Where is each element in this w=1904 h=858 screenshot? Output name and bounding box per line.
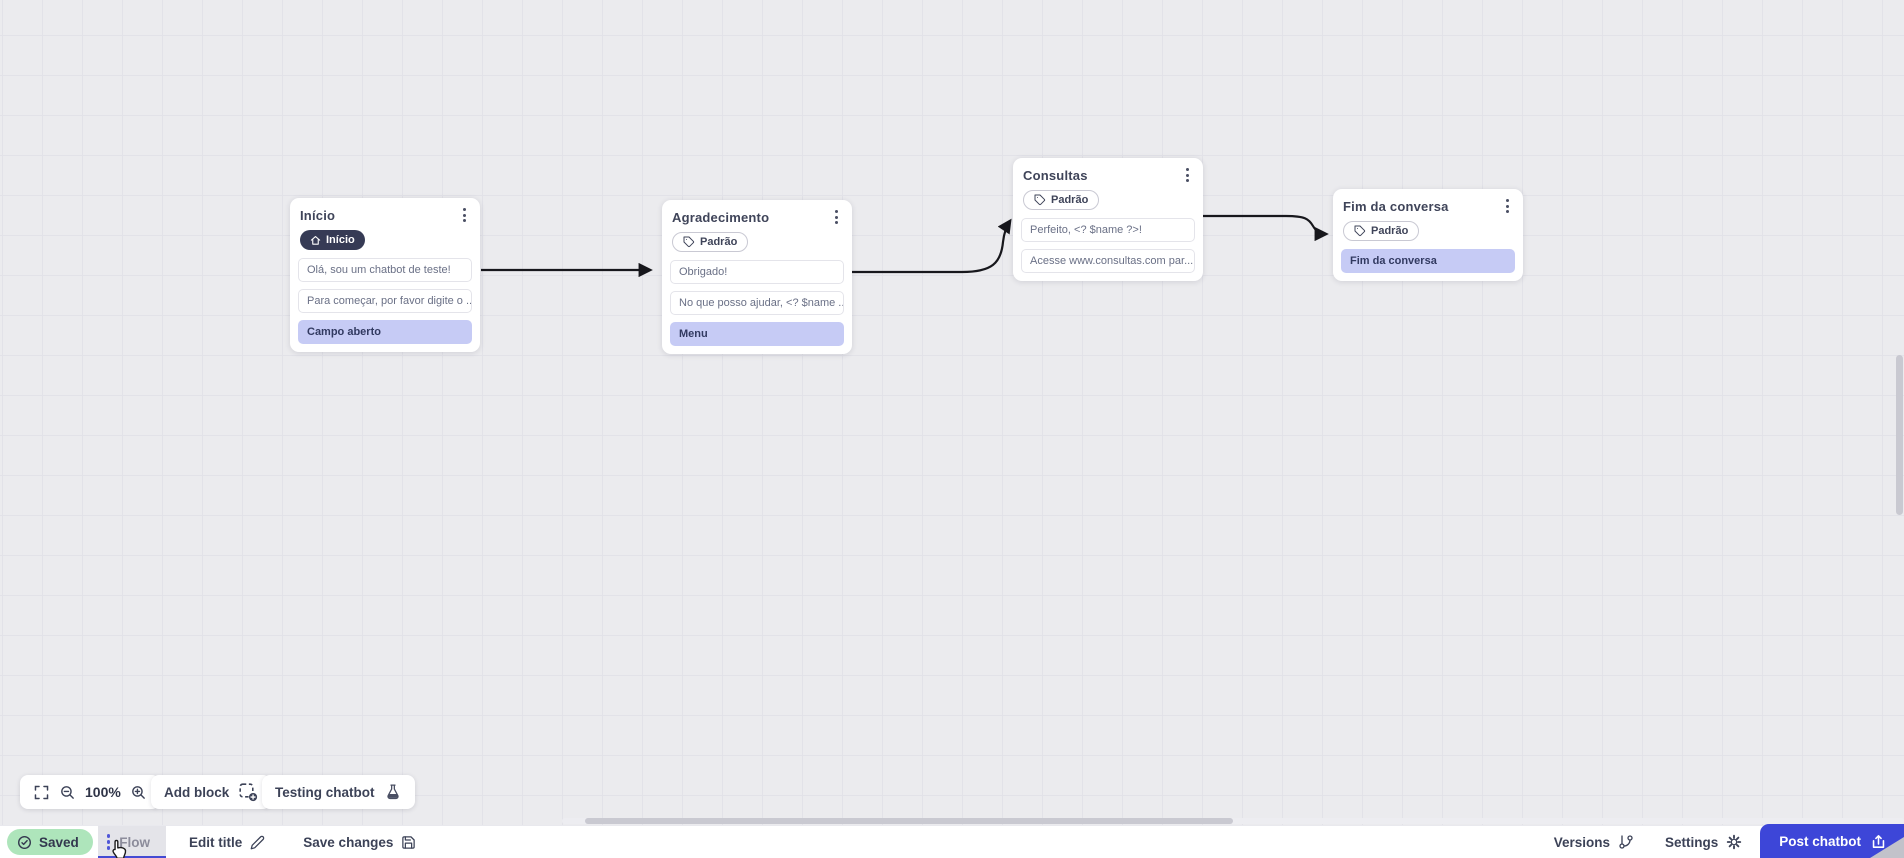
zoom-controls: 100% [20,775,160,809]
save-status-badge: Saved [7,829,93,855]
versions-button[interactable]: Versions [1554,834,1634,850]
tag-icon [1354,225,1366,237]
testing-chatbot-label: Testing chatbot [275,784,375,800]
save-changes-label: Save changes [303,834,394,850]
horizontal-scrollbar-track[interactable] [562,818,1904,824]
action-row[interactable]: Menu [670,322,844,346]
node-type-badge-label: Padrão [700,236,738,248]
pencil-icon [250,835,265,849]
vertical-scrollbar-thumb[interactable] [1896,355,1903,515]
tab-flow-label: Flow [119,834,151,850]
node-type-badge: Padrão [1343,221,1420,241]
post-chatbot-label: Post chatbot [1779,833,1861,849]
zoom-level: 100% [85,784,121,800]
message-row[interactable]: Olá, sou um chatbot de teste! [298,257,472,282]
message-row[interactable]: Para começar, por favor digite o ... [298,288,472,313]
action-row[interactable]: Fim da conversa [1341,249,1515,273]
active-tab-underline [97,855,167,858]
zoom-in-button[interactable] [130,784,147,801]
flow-node-fim-da-conversa[interactable]: Fim da conversa Padrão Fim da conversa [1333,189,1523,281]
connector-consultas-fim[interactable] [1202,214,1329,242]
node-menu-icon[interactable] [459,206,470,224]
fullscreen-button[interactable] [33,784,50,801]
tag-icon [1034,194,1046,206]
settings-button[interactable]: Settings [1665,834,1742,850]
horizontal-scrollbar-thumb[interactable] [585,818,1233,824]
node-menu-icon[interactable] [831,208,842,226]
edit-title-label: Edit title [189,834,243,850]
node-type-badge-label: Padrão [1051,194,1089,206]
node-title: Consultas [1023,167,1088,183]
flask-icon [386,784,399,800]
save-changes-button[interactable]: Save changes [303,835,416,850]
post-chatbot-button[interactable]: Post chatbot [1760,824,1904,858]
node-title: Fim da conversa [1343,198,1449,214]
node-type-badge: Padrão [672,232,749,252]
node-type-badge: Início [300,230,365,250]
node-menu-icon[interactable] [1502,197,1513,215]
message-row[interactable]: Perfeito, <? $name ?>! [1021,218,1195,242]
message-row[interactable]: Acesse www.consultas.com par... [1021,249,1195,273]
floppy-disk-icon [402,835,416,849]
edit-title-button[interactable]: Edit title [189,835,265,850]
home-icon [310,235,321,245]
gear-icon [1727,834,1742,850]
message-row[interactable]: Obrigado! [670,260,844,284]
zoom-out-button[interactable] [59,784,76,801]
flow-node-inicio[interactable]: Início Início Olá, sou um chatbot de tes… [290,198,480,352]
node-type-badge-label: Início [326,234,355,246]
flow-node-consultas[interactable]: Consultas Padrão Perfeito, <? $name ?>! … [1013,158,1203,281]
node-type-badge-label: Padrão [1371,225,1409,237]
magnifier-minus-icon [61,785,74,799]
drag-handle-icon[interactable] [106,834,111,850]
check-circle-icon [17,835,32,849]
node-type-badge: Padrão [1023,190,1100,210]
add-block-label: Add block [164,784,230,800]
tab-flow[interactable]: Flow [97,825,167,858]
fullscreen-icon [34,785,49,799]
action-row[interactable]: Campo aberto [298,319,472,344]
node-menu-icon[interactable] [1182,166,1193,184]
add-block-button[interactable]: Add block [151,775,272,809]
save-status-label: Saved [39,834,79,850]
bottom-bar: Saved Flow Edit title Save changes Versi… [0,824,1904,858]
upload-icon [1872,834,1885,848]
flow-node-agradecimento[interactable]: Agradecimento Padrão Obrigado! No que po… [662,200,852,354]
magnifier-plus-icon [131,785,145,799]
node-title: Início [300,207,336,223]
message-row[interactable]: No que posso ajudar, <? $name ... [670,291,844,315]
tag-icon [683,236,695,248]
dashed-square-plus-icon [239,783,258,802]
testing-chatbot-button[interactable]: Testing chatbot [262,775,415,809]
settings-label: Settings [1664,834,1719,850]
git-branch-icon [1619,835,1633,849]
node-title: Agradecimento [672,209,770,225]
connector-agradecimento-consultas[interactable] [848,218,1012,274]
versions-label: Versions [1553,834,1610,850]
